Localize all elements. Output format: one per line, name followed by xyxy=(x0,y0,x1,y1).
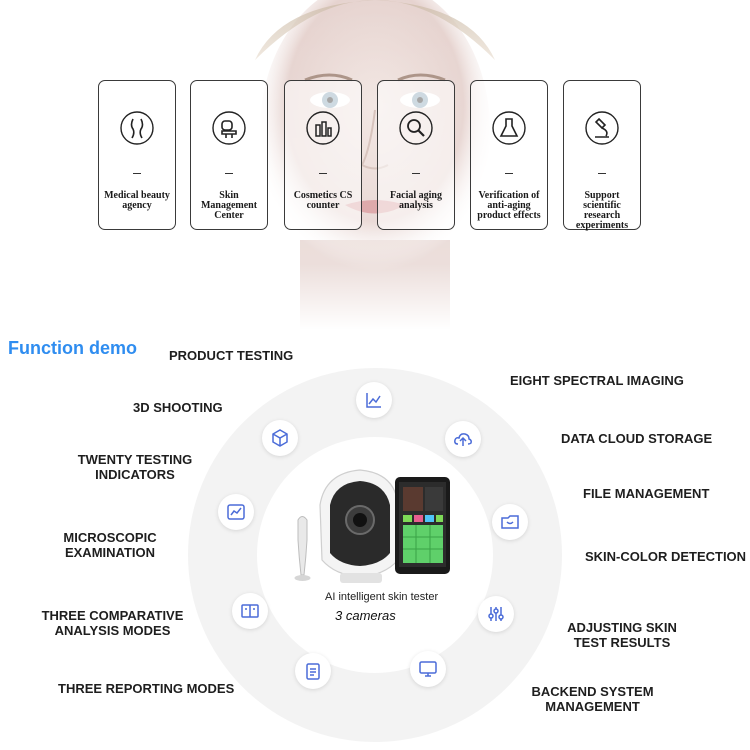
report-clipboard-icon xyxy=(306,663,320,680)
feature-comparative-modes: THREE COMPARATIVE ANALYSIS MODES xyxy=(41,608,184,638)
feature-microscopic-exam: MICROSCOPIC EXAMINATION xyxy=(63,530,157,560)
device-caption: AI intelligent skin tester xyxy=(325,591,439,603)
usecase-card-research: Support scientific research experiments xyxy=(563,80,641,231)
cloud-upload-icon xyxy=(454,433,472,446)
folder-icon xyxy=(501,515,519,529)
feature-adjusting-results: ADJUSTING SKIN TEST RESULTS xyxy=(567,620,677,650)
face-magnifier-icon xyxy=(399,111,433,145)
cameras-caption: 3 cameras xyxy=(335,608,396,623)
cosmetics-icon xyxy=(306,111,340,145)
chart-icon-circle xyxy=(356,382,392,418)
feature-reporting-modes: THREE REPORTING MODES xyxy=(58,681,235,696)
compare-icon-circle xyxy=(232,593,268,629)
feature-file-management: FILE MANAGEMENT xyxy=(583,486,710,501)
feature-cloud-storage: DATA CLOUD STORAGE xyxy=(561,431,713,446)
salon-chair-icon xyxy=(212,111,246,145)
sliders-icon-circle xyxy=(478,596,514,632)
cloud-icon-circle xyxy=(445,421,481,457)
feature-backend-system: BACKEND SYSTEM MANAGEMENT xyxy=(531,684,654,714)
monitor-icon xyxy=(419,661,437,677)
usecase-card-skin-management: Skin Management Center xyxy=(190,80,268,230)
feature-twenty-indicators: TWENTY TESTING INDICATORS xyxy=(77,452,193,482)
skin-tester-device-image xyxy=(294,469,450,583)
feature-product-testing: PRODUCT TESTING xyxy=(169,348,294,363)
feature-3d-shooting: 3D SHOOTING xyxy=(133,400,223,415)
folder-icon-circle xyxy=(492,504,528,540)
microscope-icon xyxy=(585,111,619,145)
cube-icon-circle xyxy=(262,420,298,456)
compare-icon xyxy=(241,604,259,618)
hero-section: Medical beauty agency Skin Management Ce… xyxy=(0,0,750,330)
usecase-card-medical-beauty: Medical beauty agency xyxy=(98,80,176,230)
report-icon-circle xyxy=(295,653,331,689)
cube-icon xyxy=(272,429,288,447)
sliders-icon xyxy=(488,607,504,621)
usecase-card-facial-aging: Facial aging analysis xyxy=(377,80,455,230)
body-silhouette-icon xyxy=(120,111,154,145)
usecase-card-anti-aging: Verification of anti-aging product effec… xyxy=(470,80,548,230)
analysis-chart-icon xyxy=(227,504,245,520)
feature-skin-color: SKIN-COLOR DETECTION xyxy=(585,549,747,564)
monitor-icon-circle xyxy=(410,651,446,687)
feature-spectral-imaging: EIGHT SPECTRAL IMAGING xyxy=(510,373,684,388)
lab-flask-icon xyxy=(492,111,526,145)
analysis-icon-circle xyxy=(218,494,254,530)
usecase-card-cosmetics: Cosmetics CS counter xyxy=(284,80,362,230)
chart-icon xyxy=(366,393,381,408)
function-demo-title: Function demo xyxy=(8,338,137,358)
